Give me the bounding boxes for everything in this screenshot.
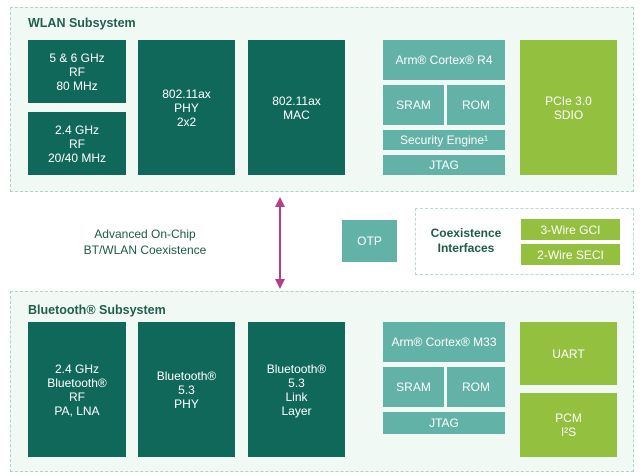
wlan-rom-block: ROM (447, 85, 505, 125)
wlan-security-engine-block: Security Engine¹ (383, 130, 505, 150)
coexistence-arrow-head-down (275, 279, 285, 289)
bt-pcm-line1: PCM (555, 411, 582, 425)
coexistence-interfaces-line1: Coexistence (430, 226, 502, 240)
bt-uart-label: UART (552, 346, 585, 361)
bt-jtag-label: JTAG (429, 416, 459, 430)
wlan-jtag-block: JTAG (383, 155, 505, 175)
bt-link-layer-block: Bluetooth® 5.3 Link Layer (248, 322, 345, 457)
bt-cpu-label: Arm® Cortex® M33 (391, 335, 497, 349)
bt-rf-line3: RF (69, 389, 85, 404)
wlan-rf-5-6ghz-block: 5 & 6 GHz RF 80 MHz (28, 40, 126, 103)
wlan-phy-line3: 2x2 (176, 114, 197, 129)
wlan-rf-2-4ghz-block: 2.4 GHz RF 20/40 MHz (28, 112, 126, 175)
wlan-rf-2-4ghz-line1: 2.4 GHz (54, 122, 99, 137)
gci-3-wire-block: 3-Wire GCI (521, 219, 620, 240)
bt-rf-block: 2.4 GHz Bluetooth® RF PA, LNA (28, 322, 126, 457)
bt-rom-label: ROM (462, 380, 490, 394)
wlan-mac-line2: MAC (283, 107, 310, 122)
wlan-sram-block: SRAM (383, 85, 444, 125)
wlan-phy-line1: 802.11ax (162, 86, 211, 101)
coexistence-note-line2: BT/WLAN Coexistence (83, 243, 207, 257)
bt-phy-line1: Bluetooth® (156, 368, 217, 383)
bt-sram-label: SRAM (396, 380, 431, 394)
wlan-cpu-block: Arm® Cortex® R4 (383, 40, 505, 80)
coexistence-note: Advanced On-Chip BT/WLAN Coexistence (60, 226, 230, 258)
wlan-rf-2-4ghz-line2: RF (69, 136, 85, 151)
coexistence-arrow-head-up (275, 197, 285, 207)
wlan-sram-label: SRAM (396, 98, 431, 112)
otp-label: OTP (357, 234, 382, 248)
bt-jtag-block: JTAG (383, 412, 505, 434)
wlan-rf-5-6ghz-line1: 5 & 6 GHz (49, 50, 105, 65)
bt-pcm-i2s-block: PCM I²S (520, 393, 617, 457)
bt-link-line1: Bluetooth® (266, 361, 327, 376)
seci-2-wire-label: 2-Wire SECI (537, 247, 604, 262)
wlan-host-line2: SDIO (553, 107, 584, 122)
coexistence-interfaces-line2: Interfaces (437, 241, 495, 255)
wlan-host-line1: PCIe 3.0 (545, 93, 592, 108)
gci-3-wire-label: 3-Wire GCI (540, 222, 601, 237)
wlan-phy-block: 802.11ax PHY 2x2 (138, 40, 235, 175)
coexistence-interfaces-label: Coexistence Interfaces (422, 226, 510, 256)
bt-link-line3: Link (285, 389, 308, 404)
wlan-mac-block: 802.11ax MAC (248, 40, 345, 175)
coexistence-note-line1: Advanced On-Chip (94, 227, 196, 241)
bt-link-line2: 5.3 (288, 375, 305, 390)
wlan-mac-line1: 802.11ax (272, 93, 321, 108)
bt-rf-line2: Bluetooth® (47, 375, 107, 390)
wlan-phy-line2: PHY (174, 100, 199, 115)
bt-phy-line2: 5.3 (178, 382, 195, 397)
bt-rf-line4: PA, LNA (54, 403, 100, 418)
wlan-rf-2-4ghz-line3: 20/40 MHz (47, 150, 107, 165)
seci-2-wire-block: 2-Wire SECI (521, 244, 620, 265)
bt-rf-line1: 2.4 GHz (54, 361, 99, 376)
coexistence-arrow (275, 197, 285, 289)
bt-link-line4: Layer (281, 403, 312, 418)
bt-sram-block: SRAM (383, 367, 444, 407)
wlan-subsystem-title: WLAN Subsystem (28, 16, 136, 30)
bluetooth-subsystem-title: Bluetooth® Subsystem (28, 303, 166, 317)
wlan-rf-5-6ghz-line3: 80 MHz (56, 78, 98, 93)
wlan-security-engine-label: Security Engine¹ (399, 133, 489, 147)
bt-phy-line3: PHY (174, 396, 199, 411)
bt-pcm-line2: I²S (560, 425, 577, 439)
wlan-rf-5-6ghz-line2: RF (69, 64, 85, 79)
otp-block: OTP (342, 220, 397, 262)
bt-phy-block: Bluetooth® 5.3 PHY (138, 322, 235, 457)
bt-cpu-block: Arm® Cortex® M33 (383, 322, 505, 362)
bt-uart-block: UART (520, 322, 617, 385)
bt-rom-block: ROM (447, 367, 505, 407)
wlan-host-interface-block: PCIe 3.0 SDIO (520, 40, 617, 175)
wlan-rom-label: ROM (462, 98, 490, 112)
wlan-jtag-label: JTAG (429, 158, 459, 172)
wlan-cpu-label: Arm® Cortex® R4 (395, 53, 493, 67)
